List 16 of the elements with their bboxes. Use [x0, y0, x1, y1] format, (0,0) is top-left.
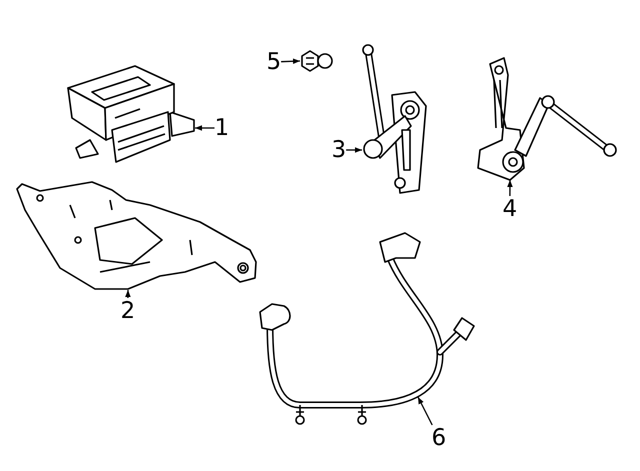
leader-arrow: [195, 125, 214, 131]
callout-number: 2: [120, 298, 136, 324]
leader-arrow: [417, 396, 433, 426]
bolt-drawing: [300, 49, 334, 73]
callout-number: 4: [502, 196, 518, 222]
callout-number: 1: [214, 115, 230, 141]
height-sensor-drawing: [476, 55, 618, 180]
mounting-bracket-drawing: [15, 181, 257, 290]
callout-number: 6: [432, 425, 446, 451]
leader-arrow: [507, 180, 513, 196]
leader-arrow: [346, 147, 362, 153]
leader-arrow: [281, 58, 300, 64]
callout-number: 5: [266, 49, 282, 75]
leader-arrow: [125, 290, 131, 298]
height-sensor-drawing: [362, 43, 430, 197]
callout-number: 3: [332, 137, 346, 163]
